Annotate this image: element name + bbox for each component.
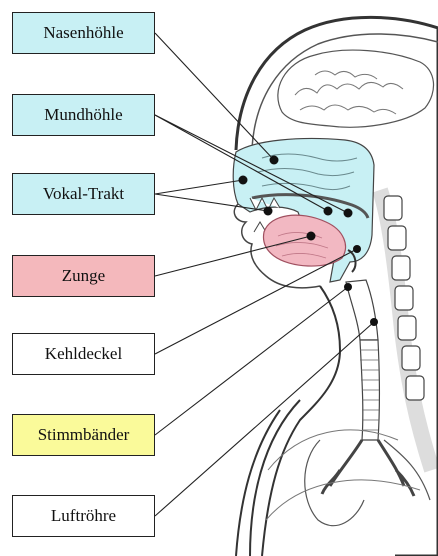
lung [305,440,430,526]
vertebrae [384,196,424,400]
label-vokal-trakt: Vokal-Trakt [12,173,155,215]
label-zunge: Zunge [12,255,155,297]
brain [278,50,434,127]
torso-outline [236,400,300,556]
bronchi [322,440,414,496]
label-kehldeckel: Kehldeckel [12,333,155,375]
label-nasenhoehle: Nasenhöhle [12,12,155,54]
label-mundhoehle: Mundhöhle [12,94,155,136]
label-luftroehre: Luftröhre [12,495,155,537]
label-stimmbaender: Stimmbänder [12,414,155,456]
rib-lines [266,430,420,520]
